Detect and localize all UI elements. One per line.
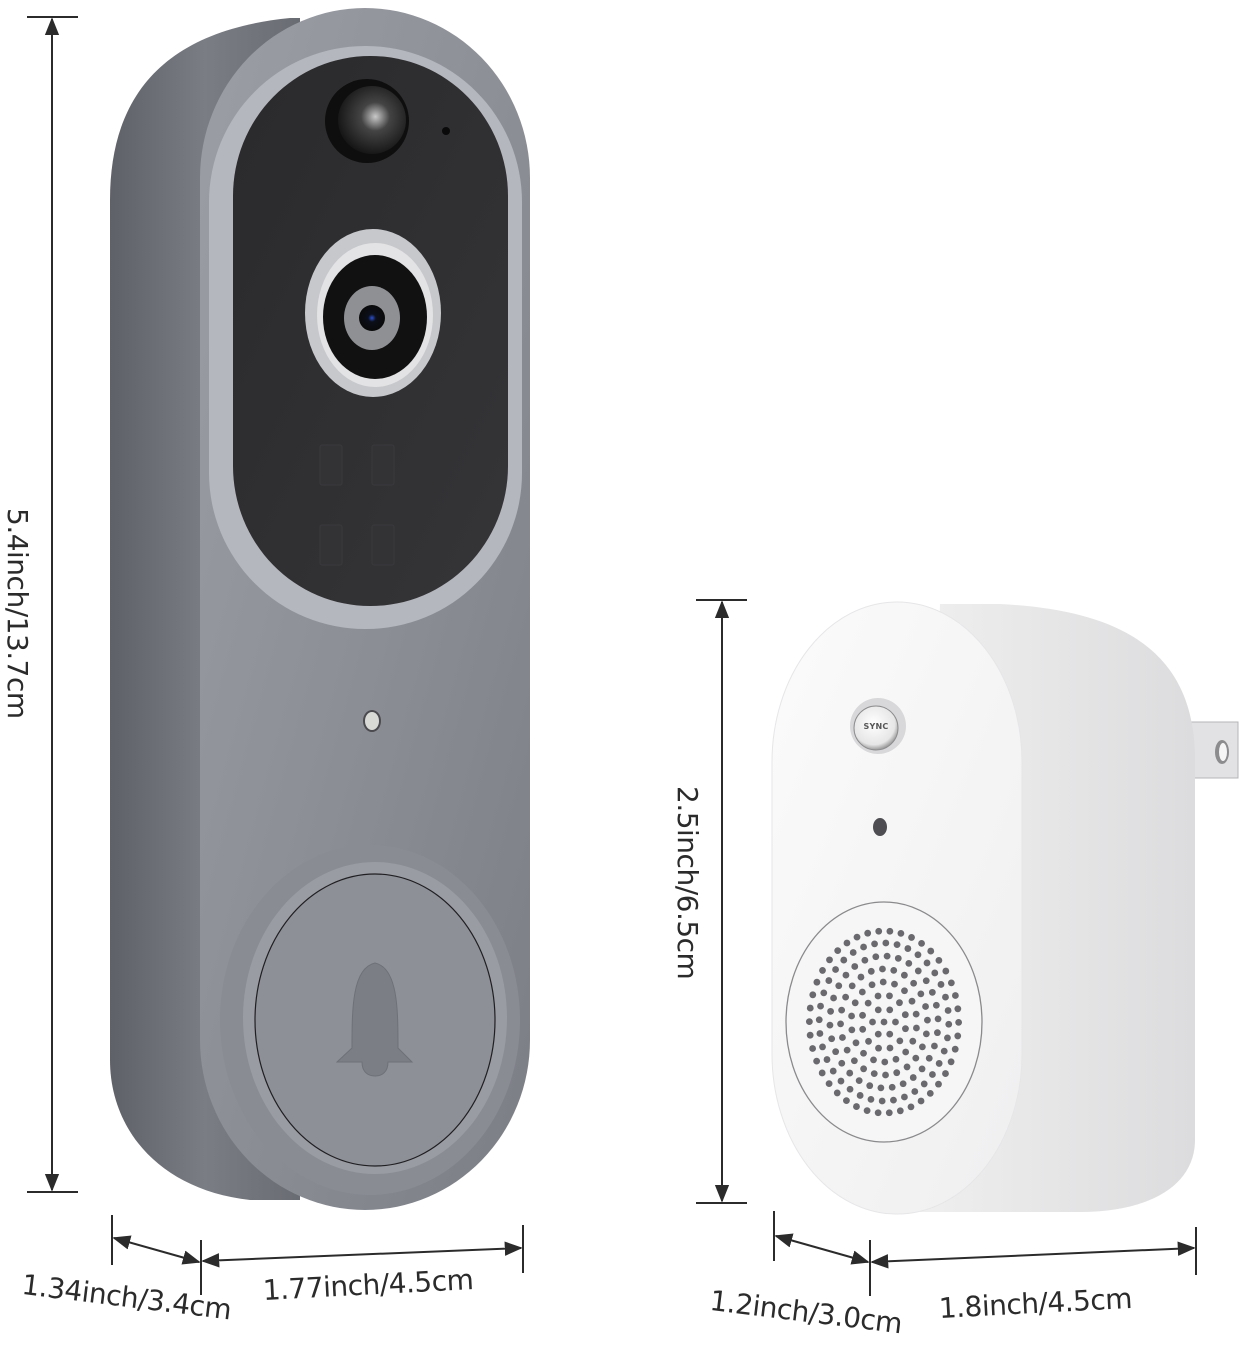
chime-width-dimension — [870, 1227, 1197, 1275]
speaker-holes — [805, 927, 963, 1117]
camera-lens — [359, 305, 385, 331]
chime-depth-dimension — [773, 1211, 871, 1296]
chime-height-dimension — [696, 599, 747, 1204]
doorbell-depth-dimension — [111, 1215, 202, 1295]
chime-height-label: 2.5inch/6.5cm — [671, 786, 704, 980]
doorbell-width-dimension — [201, 1225, 524, 1273]
sync-button[interactable] — [853, 705, 899, 751]
microphone-hole — [442, 127, 450, 135]
status-led — [363, 710, 381, 732]
sync-button-label: SYNC — [863, 722, 889, 731]
ir-leds — [319, 444, 395, 566]
plug-prong — [1189, 721, 1239, 779]
doorbell-height-label: 5.4inch/13.7cm — [1, 508, 34, 719]
doorbell-height-dimension — [27, 16, 78, 1193]
bell-icon — [335, 962, 414, 1077]
indicator-led — [873, 818, 887, 836]
